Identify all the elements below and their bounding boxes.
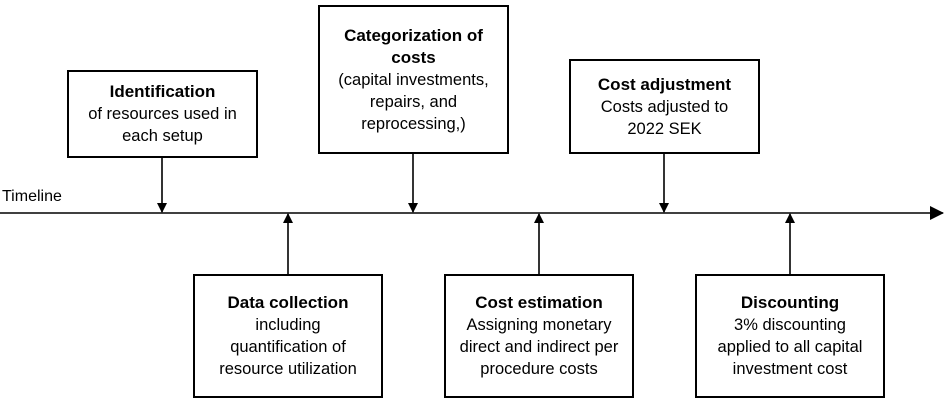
cost-adjustment-body-line: Costs adjusted to bbox=[600, 97, 729, 116]
cost-adjustment-body-line: 2022 SEK bbox=[627, 119, 702, 138]
data-collection-body-line: quantification of bbox=[230, 338, 346, 356]
categorization-title-line: Categorization of bbox=[344, 25, 483, 45]
identification-body-line: of resources used in bbox=[88, 105, 237, 123]
data-collection-title: Data collection bbox=[227, 293, 349, 312]
identification-title: Identification bbox=[109, 82, 216, 101]
categorization-body-line: repairs, and bbox=[369, 92, 458, 111]
timeline-label: Timeline bbox=[2, 188, 62, 205]
discounting-body-line: applied to all capital bbox=[717, 338, 863, 356]
discounting-box: Discounting 3% discounting applied to al… bbox=[695, 274, 885, 398]
data-collection-box: Data collection including quantification… bbox=[193, 274, 383, 398]
identification-body-line: each setup bbox=[122, 127, 203, 145]
cost-adjustment-title: Cost adjustment bbox=[597, 74, 732, 94]
cost-adjustment-box: Cost adjustment Costs adjusted to 2022 S… bbox=[569, 59, 760, 154]
cost-estimation-body-line: Assigning monetary bbox=[466, 316, 612, 334]
discounting-body-line: 3% discounting bbox=[734, 316, 846, 334]
data-collection-body-line: resource utilization bbox=[219, 360, 357, 378]
cost-estimation-title: Cost estimation bbox=[475, 293, 603, 312]
data-collection-body-line: including bbox=[255, 316, 321, 334]
categorization-title-line: costs bbox=[391, 47, 436, 67]
categorization-body-line: reprocessing,) bbox=[361, 114, 466, 133]
cost-estimation-body-line: direct and indirect per bbox=[459, 338, 619, 356]
discounting-title: Discounting bbox=[740, 293, 840, 312]
cost-estimation-box: Cost estimation Assigning monetary direc… bbox=[444, 274, 634, 398]
categorization-body-line: (capital investments, bbox=[338, 70, 489, 89]
discounting-body-line: investment cost bbox=[732, 360, 848, 378]
categorization-box: Categorization of costs (capital investm… bbox=[318, 5, 509, 154]
identification-box: Identification of resources used in each… bbox=[67, 70, 258, 158]
cost-estimation-body-line: procedure costs bbox=[480, 360, 598, 378]
